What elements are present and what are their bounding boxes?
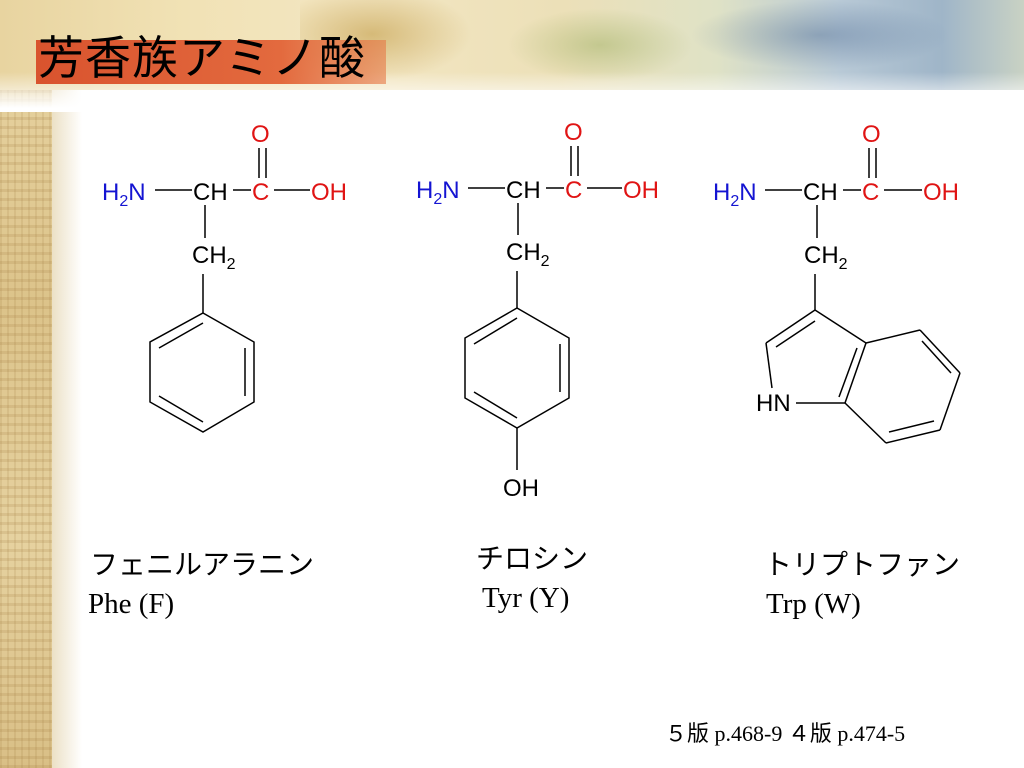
parchment-fade: [52, 0, 82, 768]
indole-nh: HN: [756, 390, 791, 417]
hydroxyl-group: OH: [923, 179, 959, 206]
textbook-reference: ５版 p.468-9 ４版 p.474-5: [665, 721, 906, 746]
title-highlight-bar: [36, 40, 386, 84]
methylene-group: CH2: [192, 242, 236, 273]
methylene-group: CH2: [804, 242, 848, 273]
phenol-hydroxyl: OH: [503, 475, 539, 502]
benzene-ring: [464, 307, 570, 429]
hydroxyl-group: OH: [311, 179, 347, 206]
page-title: 芳香族アミノ酸: [38, 31, 367, 85]
amino-acid-code-phenylalanine: Phe (F): [88, 588, 175, 620]
carbonyl-oxygen: O: [251, 121, 270, 148]
methylene-group: CH2: [506, 239, 550, 270]
alpha-carbon: CH: [803, 179, 838, 206]
amino-acid-code-tryptophan: Trp (W): [766, 588, 861, 620]
banner-texture: [500, 5, 700, 85]
hydroxyl-group: OH: [623, 177, 659, 204]
amino-acid-name-tryptophan: トリプトファン: [764, 548, 961, 581]
benzene-ring: [149, 312, 255, 433]
amino-acid-name-tyrosine: チロシン: [476, 542, 589, 575]
amine-group: H2N: [416, 177, 460, 208]
banner-texture: [690, 0, 950, 70]
structure-tryptophan: H2N CH C OH O CH2 HN: [713, 121, 961, 444]
parchment-strip: [0, 0, 52, 768]
carbonyl-oxygen: O: [564, 119, 583, 146]
alpha-carbon: CH: [506, 177, 541, 204]
carbonyl-carbon: C: [565, 177, 582, 204]
carbonyl-carbon: C: [862, 179, 879, 206]
amine-group: H2N: [713, 179, 757, 210]
alpha-carbon: CH: [193, 179, 228, 206]
amino-acid-name-phenylalanine: フェニルアラニン: [90, 548, 315, 581]
carbonyl-oxygen: O: [862, 121, 881, 148]
amine-group: H2N: [102, 179, 146, 210]
carbonyl-carbon: C: [252, 179, 269, 206]
structure-phenylalanine: H2N CH C OH O CH2: [102, 121, 347, 433]
structure-tyrosine: H2N CH C OH O CH2 OH: [416, 119, 659, 502]
amino-acid-code-tyrosine: Tyr (Y): [482, 582, 570, 614]
